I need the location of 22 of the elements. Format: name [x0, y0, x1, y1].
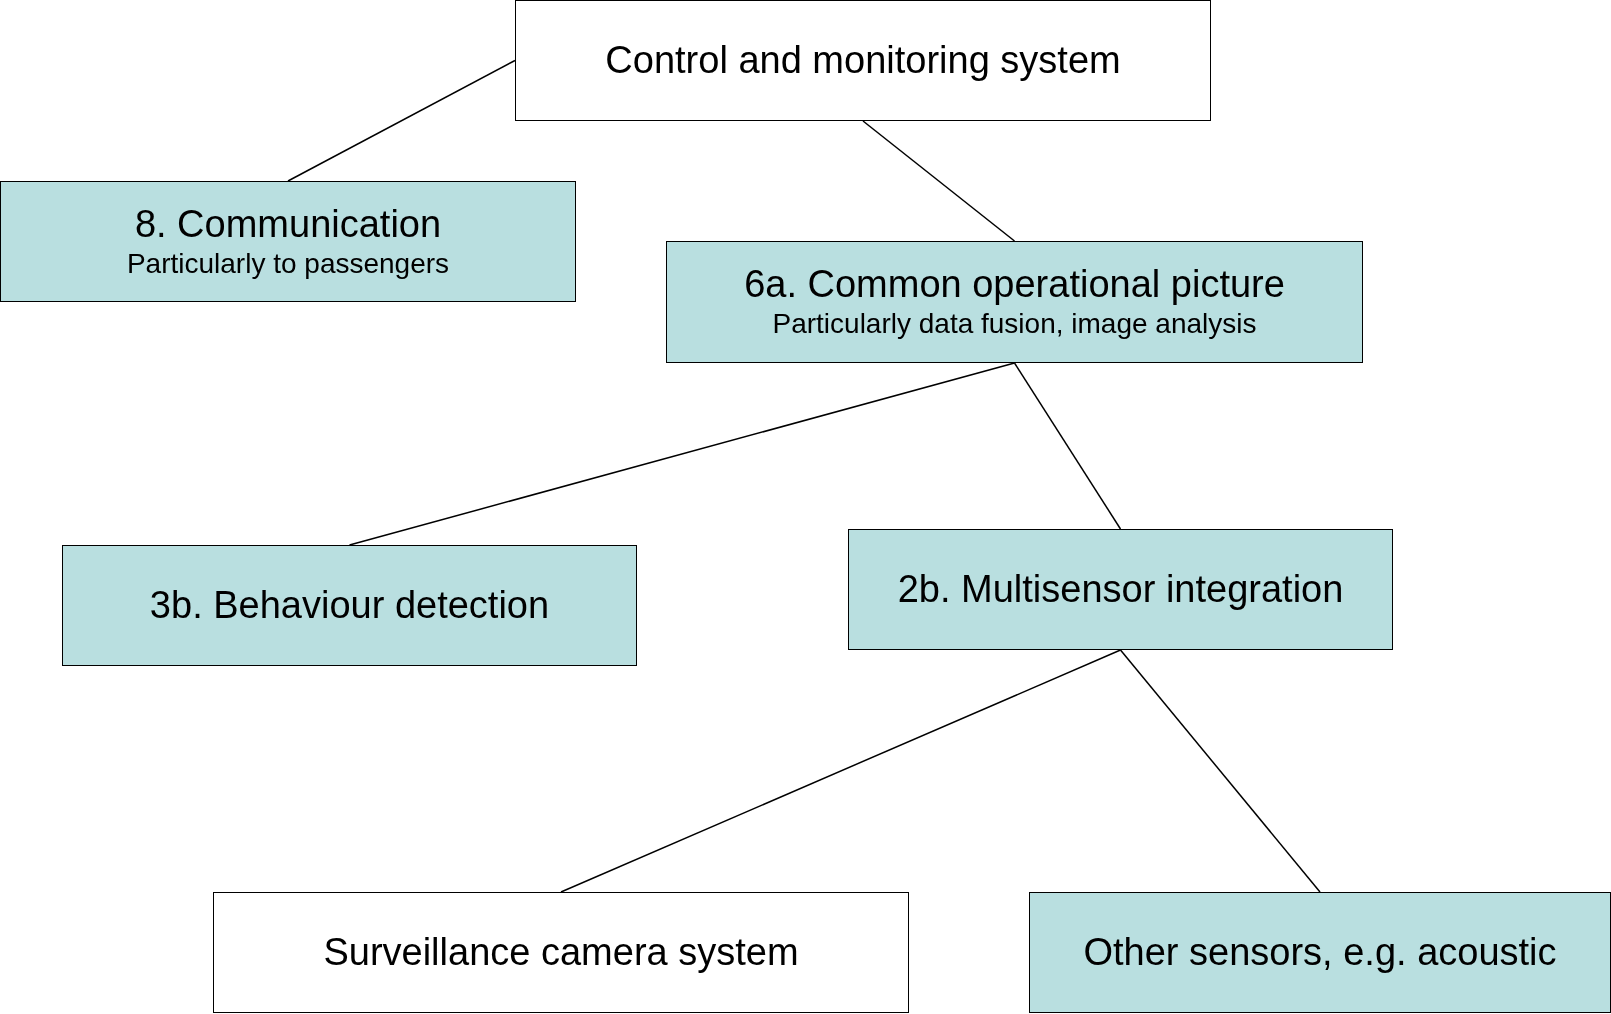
box-title: 8. Communication	[134, 202, 442, 247]
box-title: Surveillance camera system	[323, 930, 799, 975]
connector-line	[1013, 362, 1122, 530]
box-title: Control and monitoring system	[605, 38, 1121, 83]
process-box	[515, 0, 1211, 121]
box-subtitle: Particularly to passengers	[126, 246, 450, 281]
connector-line	[348, 362, 1016, 546]
box-subtitle: Particularly data fusion, image analysis	[772, 307, 1257, 341]
box-title: 6a. Common operational picture	[744, 263, 1285, 308]
process-box	[213, 892, 909, 1013]
connector-line	[1119, 649, 1321, 893]
connector-line	[287, 59, 516, 182]
box-title: 3b. Behaviour detection	[149, 583, 550, 628]
process-box	[848, 529, 1393, 650]
connector-line	[560, 649, 1122, 893]
process-box	[666, 241, 1363, 363]
process-box	[62, 545, 637, 666]
process-box	[0, 181, 576, 302]
connector-line	[862, 120, 1016, 242]
process-box	[1029, 892, 1611, 1013]
box-title: Other sensors, e.g. acoustic	[1083, 930, 1557, 975]
box-title: 2b. Multisensor integration	[897, 567, 1344, 612]
